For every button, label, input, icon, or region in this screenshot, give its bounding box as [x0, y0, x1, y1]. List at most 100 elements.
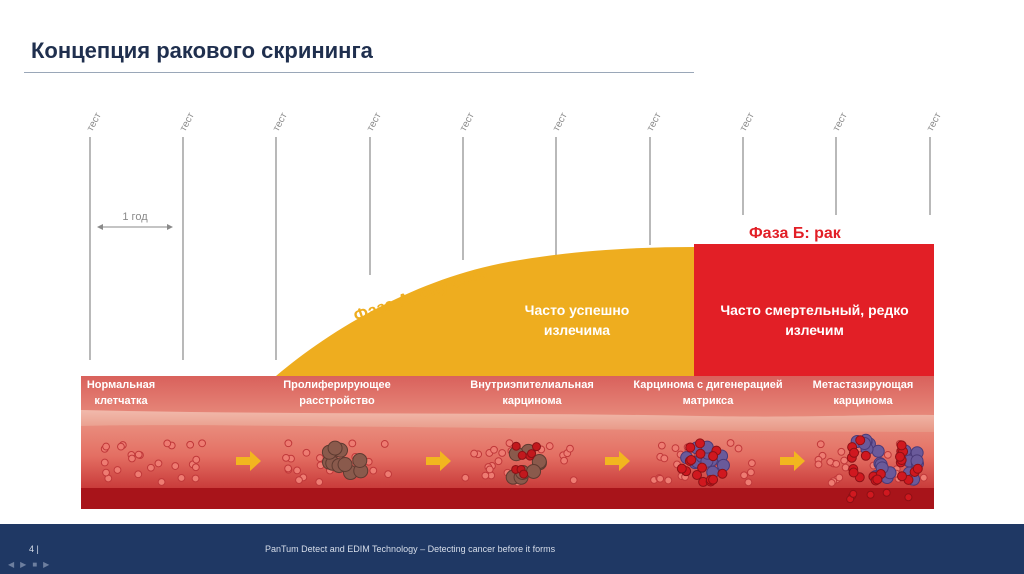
normal-cell	[838, 448, 845, 455]
normal-cell	[148, 464, 155, 471]
view-icon[interactable]: ▶	[43, 561, 49, 569]
normal-cell	[741, 472, 748, 479]
normal-cell	[546, 443, 553, 450]
cancer-cell	[677, 464, 686, 473]
stage-label-matrix: Карцинома с дигенерацией матрикса	[626, 377, 790, 409]
normal-cell	[135, 451, 142, 458]
next-icon[interactable]: ▶	[20, 561, 26, 569]
test-label: тест	[831, 111, 850, 134]
normal-cell	[672, 445, 679, 452]
cancer-cell	[897, 441, 906, 450]
normal-cell	[129, 455, 136, 462]
abnormal-cell	[328, 441, 342, 455]
cancer-cell	[686, 443, 695, 452]
normal-cell	[349, 440, 356, 447]
normal-cell	[828, 479, 835, 486]
normal-cell	[114, 467, 121, 474]
normal-cell	[158, 479, 165, 486]
normal-cell	[495, 458, 502, 465]
cancer-cell	[709, 475, 718, 484]
phase-a-description: Часто успешно излечима	[512, 300, 642, 340]
normal-cell	[567, 445, 574, 452]
normal-cell	[462, 474, 469, 481]
normal-cell	[486, 466, 493, 473]
prev-icon[interactable]: ◀	[8, 561, 14, 569]
stage-label-proliferative: Пролиферирующее расстройство	[262, 377, 412, 409]
normal-cell	[841, 457, 848, 464]
normal-cell	[657, 475, 664, 482]
cancer-cell	[709, 452, 718, 461]
cancer-cell	[867, 491, 874, 498]
normal-cell	[294, 467, 301, 474]
normal-cell	[193, 456, 200, 463]
normal-cell	[499, 450, 506, 457]
normal-cell	[101, 459, 108, 466]
menu-icon[interactable]: ■	[32, 561, 37, 569]
normal-cell	[745, 479, 752, 486]
normal-cell	[665, 477, 672, 484]
matrix-cell	[872, 445, 884, 457]
normal-cell	[491, 446, 498, 453]
cancer-cell	[528, 450, 536, 458]
test-label: тест	[925, 111, 944, 134]
cancer-cell	[698, 463, 707, 472]
normal-cell	[296, 477, 303, 484]
tissue-base	[81, 488, 934, 509]
normal-cell	[727, 440, 734, 447]
test-label: тест	[271, 111, 290, 134]
normal-cell	[370, 467, 377, 474]
normal-cell	[103, 469, 110, 476]
cancer-cell	[696, 439, 705, 448]
cancer-cell	[512, 442, 520, 450]
normal-cell	[920, 474, 927, 481]
normal-cell	[381, 441, 388, 448]
slide-nav[interactable]: ◀ ▶ ■ ▶	[8, 561, 49, 569]
normal-cell	[178, 475, 185, 482]
phase-b-description: Часто смертельный, редко излечим	[712, 300, 917, 340]
phase-b-label: Фаза Б: рак	[749, 225, 842, 242]
year-label: 1 год	[122, 211, 148, 223]
abnormal-cell	[338, 458, 352, 472]
cancer-cell	[883, 489, 890, 496]
normal-cell	[172, 463, 179, 470]
normal-cell	[735, 445, 742, 452]
stage-label-intraepithelial: Внутриэпителиальная карцинома	[452, 377, 612, 409]
normal-cell	[118, 443, 125, 450]
cancer-cell	[520, 470, 528, 478]
cancer-cell	[696, 449, 705, 458]
abnormal-cell	[353, 453, 367, 467]
normal-cell	[155, 460, 162, 467]
normal-cell	[833, 460, 840, 467]
abnormal-cell	[527, 464, 541, 478]
test-label: тест	[85, 111, 104, 134]
cancer-cell	[518, 451, 526, 459]
stage-label-normal: Нормальная клетчатка	[71, 377, 171, 409]
normal-cell	[303, 449, 310, 456]
normal-cell	[748, 469, 755, 476]
cancer-cell	[718, 469, 727, 478]
test-label: тест	[365, 111, 384, 134]
normal-cell	[283, 454, 290, 461]
test-label: тест	[551, 111, 570, 134]
normal-cell	[817, 441, 824, 448]
cancer-cell	[849, 468, 858, 477]
normal-cell	[471, 450, 478, 457]
normal-cell	[815, 461, 822, 468]
normal-cell	[192, 464, 199, 471]
test-label: тест	[645, 111, 664, 134]
cancer-cell	[687, 455, 696, 464]
footer-text: PanTum Detect and EDIM Technology – Dete…	[265, 544, 555, 554]
normal-cell	[135, 471, 142, 478]
stage-label-metastatic: Метастазирующая карцинома	[798, 377, 928, 409]
normal-cell	[199, 440, 206, 447]
cancer-cell	[850, 448, 859, 457]
normal-cell	[884, 451, 891, 458]
cancer-cell	[896, 452, 905, 461]
normal-cell	[482, 472, 489, 479]
cancer-cell	[532, 443, 540, 451]
normal-cell	[285, 465, 292, 472]
page-number: 4 |	[29, 544, 39, 554]
cancer-cell	[856, 436, 865, 445]
cancer-cell	[850, 490, 857, 497]
